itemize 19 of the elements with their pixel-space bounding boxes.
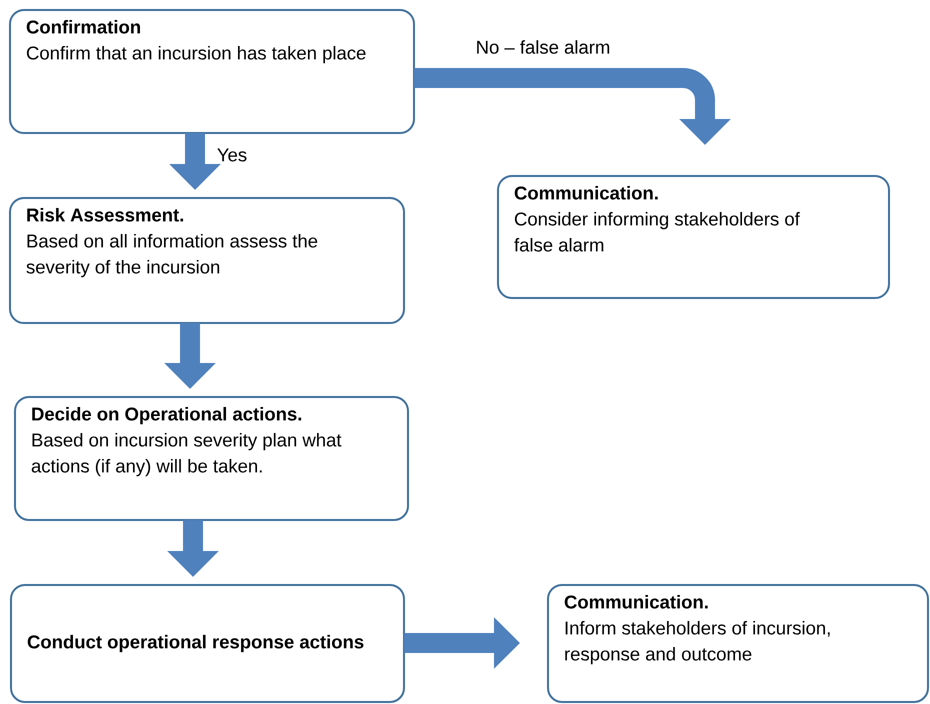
edge-label: No – false alarm <box>477 40 610 54</box>
body-text: Consider informing stakeholders of false alarm <box>514 212 800 252</box>
process-box <box>9 197 405 324</box>
heading: Decide on Operational actions. <box>32 407 302 424</box>
body-text: Based on all information assess the severity of the incursion <box>26 234 318 278</box>
process-box <box>14 396 409 521</box>
body-text: Confirm that an incursion has taken place <box>26 46 366 64</box>
body-text: Based on incursion severity plan what actions (if any) will be taken. <box>32 433 342 476</box>
heading: Communication. <box>564 595 708 609</box>
process-box <box>10 584 405 703</box>
process-box <box>497 175 890 299</box>
process-box <box>547 584 929 703</box>
heading: Communication. <box>514 186 658 200</box>
body-text: Inform stakeholders of incursion, response and outcome <box>565 621 830 664</box>
heading: Risk Assessment. <box>27 208 184 222</box>
edge-label: Yes <box>217 148 246 162</box>
process-box <box>9 9 415 134</box>
heading: Conduct operational response actions <box>28 634 364 652</box>
heading: Confirmation <box>26 20 140 34</box>
